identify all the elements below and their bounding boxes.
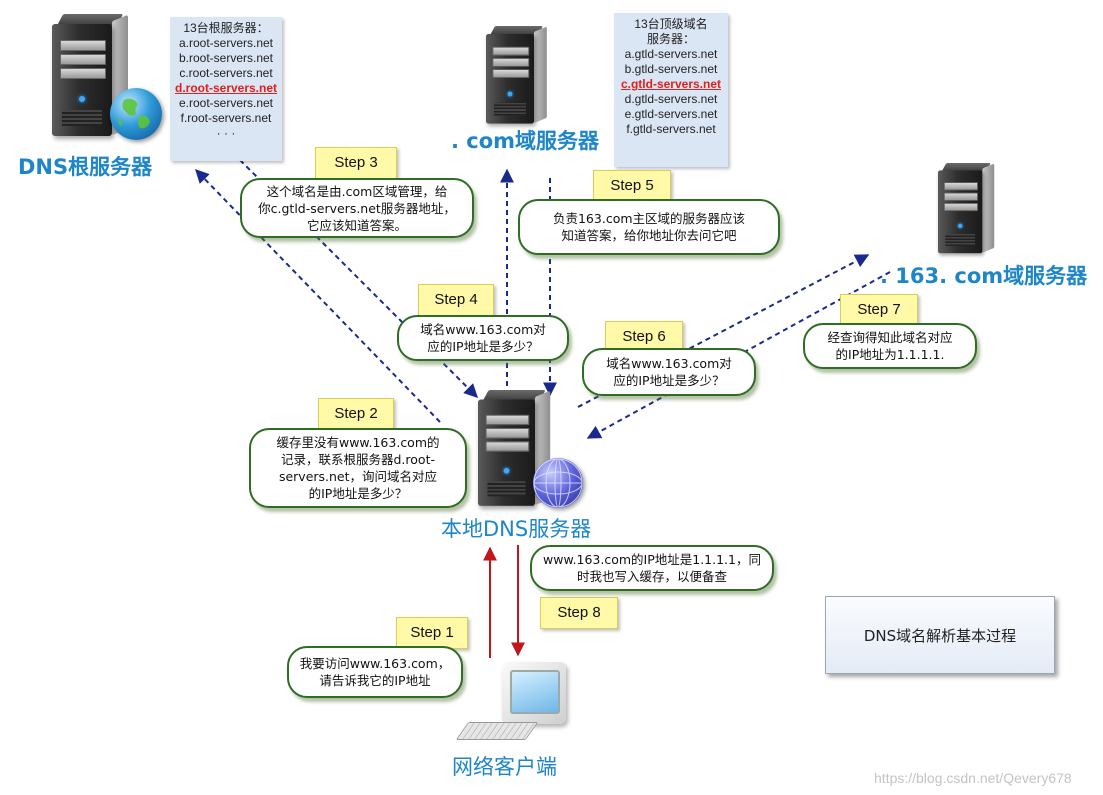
step-2-label: Step 2: [318, 398, 394, 430]
step-7-label: Step 7: [840, 294, 918, 326]
client-title: 网络客户端: [452, 755, 557, 779]
step-8-bubble: www.163.com的IP地址是1.1.1.1，同时我也写入缓存，以便备查: [530, 545, 774, 591]
arrow-local-to-root: [195, 168, 441, 423]
step-4-bubble: 域名www.163.com对应的IP地址是多少？: [397, 315, 569, 361]
root-server-item: b.root-servers.net: [178, 51, 274, 65]
root-server-item: f.root-servers.net: [180, 111, 272, 125]
tld-server-item: a.gtld-servers.net: [624, 47, 718, 61]
root-server-ellipsis: · · ·: [216, 126, 236, 140]
root-server-list: 13台根服务器： a.root-servers.net b.root-serve…: [170, 17, 282, 161]
globe-icon: [110, 88, 162, 140]
root-server-item-highlighted: d.root-servers.net: [174, 81, 278, 95]
root-server-title: DNS根服务器: [18, 155, 153, 179]
step-2-bubble: 缓存里没有www.163.com的记录，联系根服务器d.root-servers…: [249, 428, 467, 508]
wireframe-globe-icon: [533, 458, 583, 508]
step-6-bubble: 域名www.163.com对应的IP地址是多少？: [582, 348, 756, 396]
step-3-bubble: 这个域名是由.com区域管理，给你c.gtld-servers.net服务器地址…: [240, 178, 474, 238]
step-1-label: Step 1: [396, 617, 468, 649]
root-server-item: e.root-servers.net: [178, 96, 274, 110]
tld-server-list-title: 服务器：: [646, 32, 695, 46]
client-computer-icon: [455, 660, 570, 750]
tld-server-item-highlighted: c.gtld-servers.net: [620, 77, 722, 91]
tld-server-title: . com域服务器: [451, 129, 600, 153]
step-6-label: Step 6: [605, 321, 683, 353]
step-3-label: Step 3: [315, 147, 397, 179]
diagram-caption: DNS域名解析基本过程: [825, 596, 1055, 674]
local-server-title: 本地DNS服务器: [441, 517, 592, 541]
tld-server-list-title: 13台顶级域名: [634, 17, 708, 31]
root-server-list-title: 13台根服务器：: [183, 21, 269, 35]
auth-server-title: . 163. com域服务器: [880, 264, 1088, 288]
step-7-bubble: 经查询得知此域名对应的IP地址为1.1.1.1.: [803, 323, 977, 369]
tld-server-item: e.gtld-servers.net: [624, 107, 718, 121]
root-server-item: a.root-servers.net: [178, 36, 274, 50]
step-4-label: Step 4: [418, 284, 494, 316]
root-server-item: c.root-servers.net: [179, 66, 273, 80]
step-8-label: Step 8: [540, 597, 618, 629]
step-1-bubble: 我要访问www.163.com，请告诉我它的IP地址: [287, 646, 463, 698]
step-5-label: Step 5: [593, 170, 671, 202]
tld-server-list: 13台顶级域名 服务器： a.gtld-servers.net b.gtld-s…: [614, 13, 728, 167]
step-5-bubble: 负责163.com主区域的服务器应该知道答案，给你地址你去问它吧: [518, 199, 780, 255]
tld-server-item: f.gtld-servers.net: [626, 122, 716, 136]
watermark: https://blog.csdn.net/Qevery678: [874, 770, 1072, 786]
tld-server-item: d.gtld-servers.net: [624, 92, 718, 106]
tld-server-item: b.gtld-servers.net: [624, 62, 718, 76]
